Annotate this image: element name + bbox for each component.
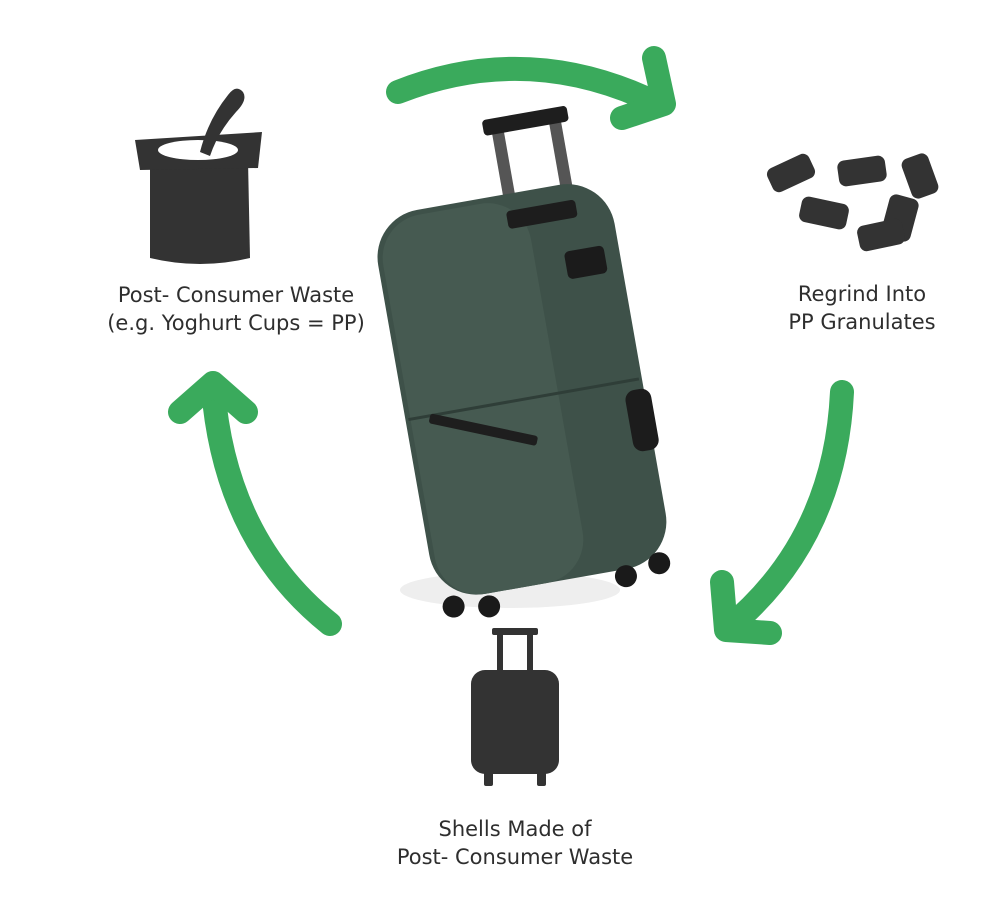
step-label-regrind: Regrind Into PP Granulates — [788, 280, 935, 336]
granulates-icon — [766, 153, 939, 252]
arrow-left-icon — [168, 371, 342, 636]
step-label-line2: PP Granulates — [788, 310, 936, 334]
suitcase-photo — [377, 106, 671, 618]
step-label-line2: (e.g. Yoghurt Cups = PP) — [107, 311, 365, 335]
step-label-line1: Regrind Into — [797, 282, 927, 306]
step-label-line1: Post- Consumer Waste — [117, 283, 355, 307]
step-label-line2: Post- Consumer Waste — [396, 845, 634, 869]
suitcase-icon — [471, 628, 559, 786]
step-label-waste: Post- Consumer Waste (e.g. Yoghurt Cups … — [107, 281, 365, 337]
step-label-line1: Shells Made of — [438, 817, 592, 841]
yoghurt-cup-icon — [135, 88, 262, 264]
arrow-top-icon — [386, 46, 676, 130]
step-label-shells: Shells Made of Post- Consumer Waste — [397, 815, 633, 871]
arrow-right-icon — [710, 380, 854, 645]
